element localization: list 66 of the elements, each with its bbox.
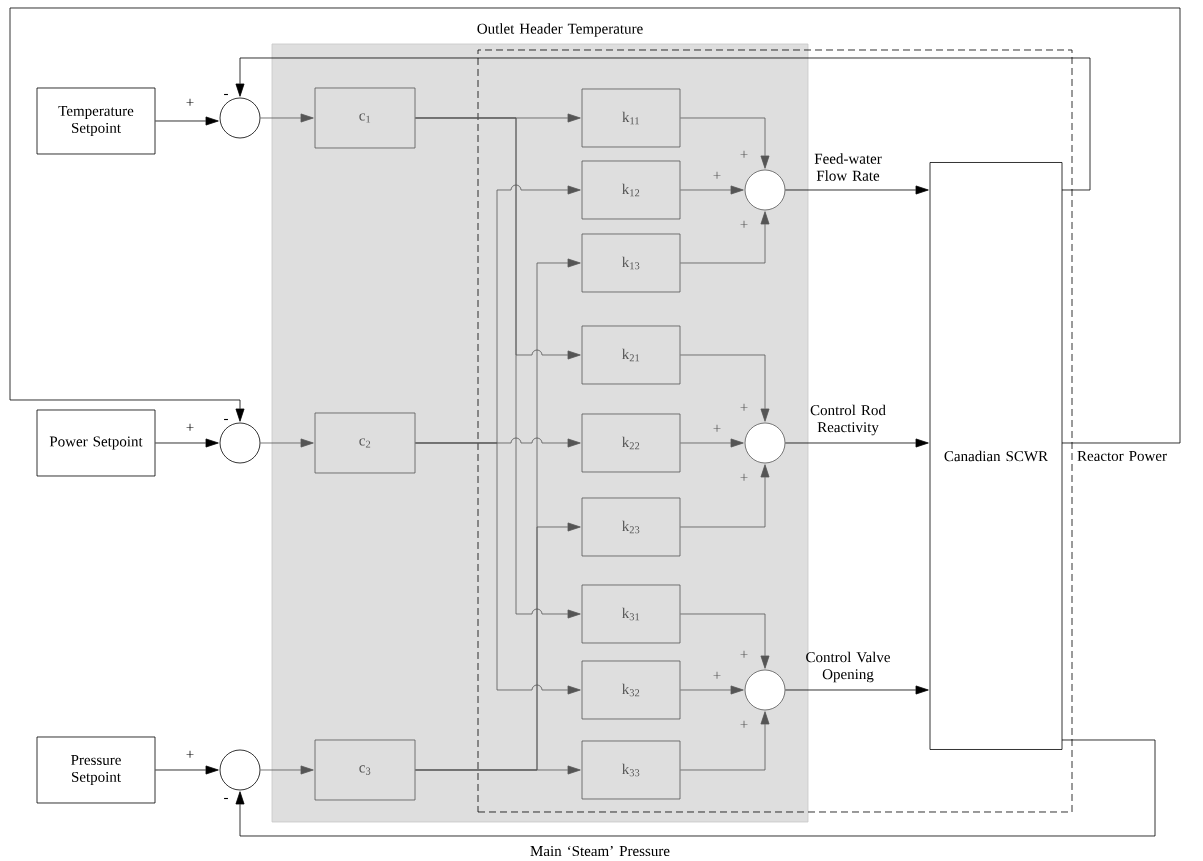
- controller-box: c$_{1}$: [314, 87, 416, 149]
- arrow: [785, 685, 929, 695]
- arrow: [9, 7, 1181, 444]
- edge-label: Control Valve Opening: [806, 651, 890, 683]
- arrow: [260, 765, 314, 775]
- sign-label: +: [186, 98, 194, 106]
- arrow: [680, 464, 770, 528]
- arrow: [680, 211, 770, 264]
- sign-label: +: [740, 150, 748, 158]
- arrow: [680, 117, 770, 169]
- dashed-boundary: [477, 49, 1073, 813]
- summing-junction: [219, 422, 261, 464]
- gain-box: k$_{22}$: [581, 413, 681, 473]
- summing-junction: [744, 169, 786, 211]
- sign-label: +: [713, 171, 721, 179]
- summing-junction: [219, 97, 261, 139]
- arrow: [155, 116, 219, 126]
- sign-label: +: [713, 424, 721, 432]
- gain-box: k$_{31}$: [581, 584, 681, 644]
- sign-label: +: [740, 473, 748, 481]
- arrow: [680, 685, 744, 695]
- summing-junction: [219, 749, 261, 791]
- arrow: [785, 438, 929, 448]
- gain-box: k$_{13}$: [581, 233, 681, 293]
- gain-box: k$_{32}$: [581, 660, 681, 720]
- sign-label: +: [740, 403, 748, 411]
- setpoint-box: Power Setpoint: [36, 409, 156, 477]
- controller-box: c$_{2}$: [314, 412, 416, 474]
- gain-box: k$_{23}$: [581, 497, 681, 557]
- gain-box: k$_{21}$: [581, 325, 681, 385]
- arrow: [260, 438, 314, 448]
- arrow: [415, 765, 581, 775]
- arrow: [680, 613, 770, 669]
- arrow: [235, 739, 1156, 837]
- arrow: [680, 185, 744, 195]
- gain-box: k$_{11}$: [581, 88, 681, 148]
- edge-label: Outlet Header Temperature: [477, 23, 643, 37]
- sign-label: +: [740, 720, 748, 728]
- arrow: [680, 711, 770, 771]
- setpoint-box: Temperature Setpoint: [36, 87, 156, 155]
- edge-label: Feed-water Flow Rate: [814, 153, 882, 181]
- sign-label: +: [186, 750, 194, 758]
- arrow: [155, 765, 219, 775]
- gain-box: k$_{12}$: [581, 160, 681, 220]
- edge-label: Control Rod Reactivity: [810, 404, 886, 436]
- summing-junction: [744, 669, 786, 711]
- arrow: [415, 442, 581, 695]
- gain-box: k$_{33}$: [581, 740, 681, 800]
- edge-label: Reactor Power: [1077, 451, 1167, 461]
- setpoint-box: Pressure Setpoint: [36, 736, 156, 804]
- arrow: [155, 438, 219, 448]
- sign-label: -: [224, 797, 228, 800]
- edge-label: Main ‘Steam’ Pressure: [530, 845, 670, 857]
- reactor-box: Canadian SCWR: [929, 162, 1063, 750]
- arrow: [785, 185, 929, 195]
- sign-label: +: [740, 650, 748, 658]
- arrow: [260, 113, 314, 123]
- sign-label: +: [713, 671, 721, 679]
- summing-junction: [744, 422, 786, 464]
- arrow: [415, 117, 581, 619]
- arrow: [680, 438, 744, 448]
- sign-label: +: [186, 423, 194, 431]
- arrow: [680, 354, 770, 422]
- controller-box: c$_{3}$: [314, 739, 416, 801]
- sign-label: +: [740, 220, 748, 228]
- arrow: [235, 57, 1091, 191]
